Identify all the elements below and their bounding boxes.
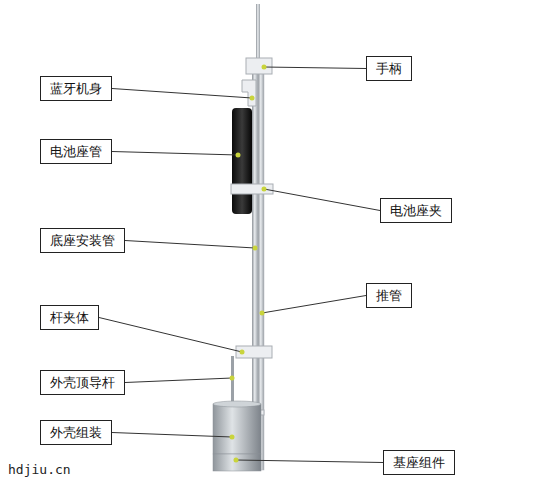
leader-line	[125, 241, 255, 249]
housing	[213, 404, 261, 454]
leader-dot	[240, 350, 245, 355]
part-name: 电池座管	[50, 143, 102, 160]
leader-line	[99, 318, 242, 353]
callout-box: 外壳组装	[40, 420, 112, 445]
rod-clamp	[236, 346, 272, 358]
leader-dot	[234, 458, 239, 463]
leader-line	[112, 89, 252, 99]
top-rod	[256, 4, 260, 64]
callout-box: 手柄	[366, 56, 412, 81]
callout-box: 外壳顶导杆	[40, 370, 125, 395]
leader-line	[264, 67, 366, 69]
callout-box: 推管	[366, 283, 412, 308]
leader-dot	[253, 246, 258, 251]
part-name: 电池座夹	[390, 202, 442, 219]
leader-dot	[230, 376, 235, 381]
part-name: 底座安装管	[50, 232, 115, 249]
callout-box: 电池座夹	[380, 198, 452, 223]
part-name: 基座组件	[393, 454, 445, 471]
callout-box: 杆夹体	[40, 305, 99, 330]
leader-dot	[262, 187, 267, 192]
callout-box: 电池座管	[40, 139, 112, 164]
part-name: 外壳顶导杆	[50, 374, 115, 391]
battery-tube	[232, 108, 252, 214]
handle-part	[246, 58, 272, 74]
part-name: 推管	[376, 287, 402, 304]
watermark: hdjiu.cn	[8, 462, 71, 477]
part-name: 杆夹体	[50, 309, 89, 326]
leader-dot	[262, 65, 267, 70]
bluetooth-body	[242, 80, 256, 106]
leader-line	[112, 433, 232, 438]
leader-line	[112, 152, 238, 156]
part-name: 手柄	[376, 60, 402, 77]
leader-line	[236, 460, 383, 463]
housing-top	[213, 401, 261, 407]
part-name: 蓝牙机身	[50, 80, 102, 97]
callout-box: 底座安装管	[40, 228, 125, 253]
leader-line	[125, 378, 232, 383]
leader-line	[262, 296, 366, 314]
part-name: 外壳组装	[50, 424, 102, 441]
base-part	[213, 454, 261, 471]
leader-line	[264, 189, 380, 211]
leader-dot	[260, 311, 265, 316]
leader-dot	[230, 435, 235, 440]
leader-dot	[250, 96, 255, 101]
leader-dot	[236, 153, 241, 158]
callout-box: 基座组件	[383, 450, 455, 475]
callout-box: 蓝牙机身	[40, 76, 112, 101]
